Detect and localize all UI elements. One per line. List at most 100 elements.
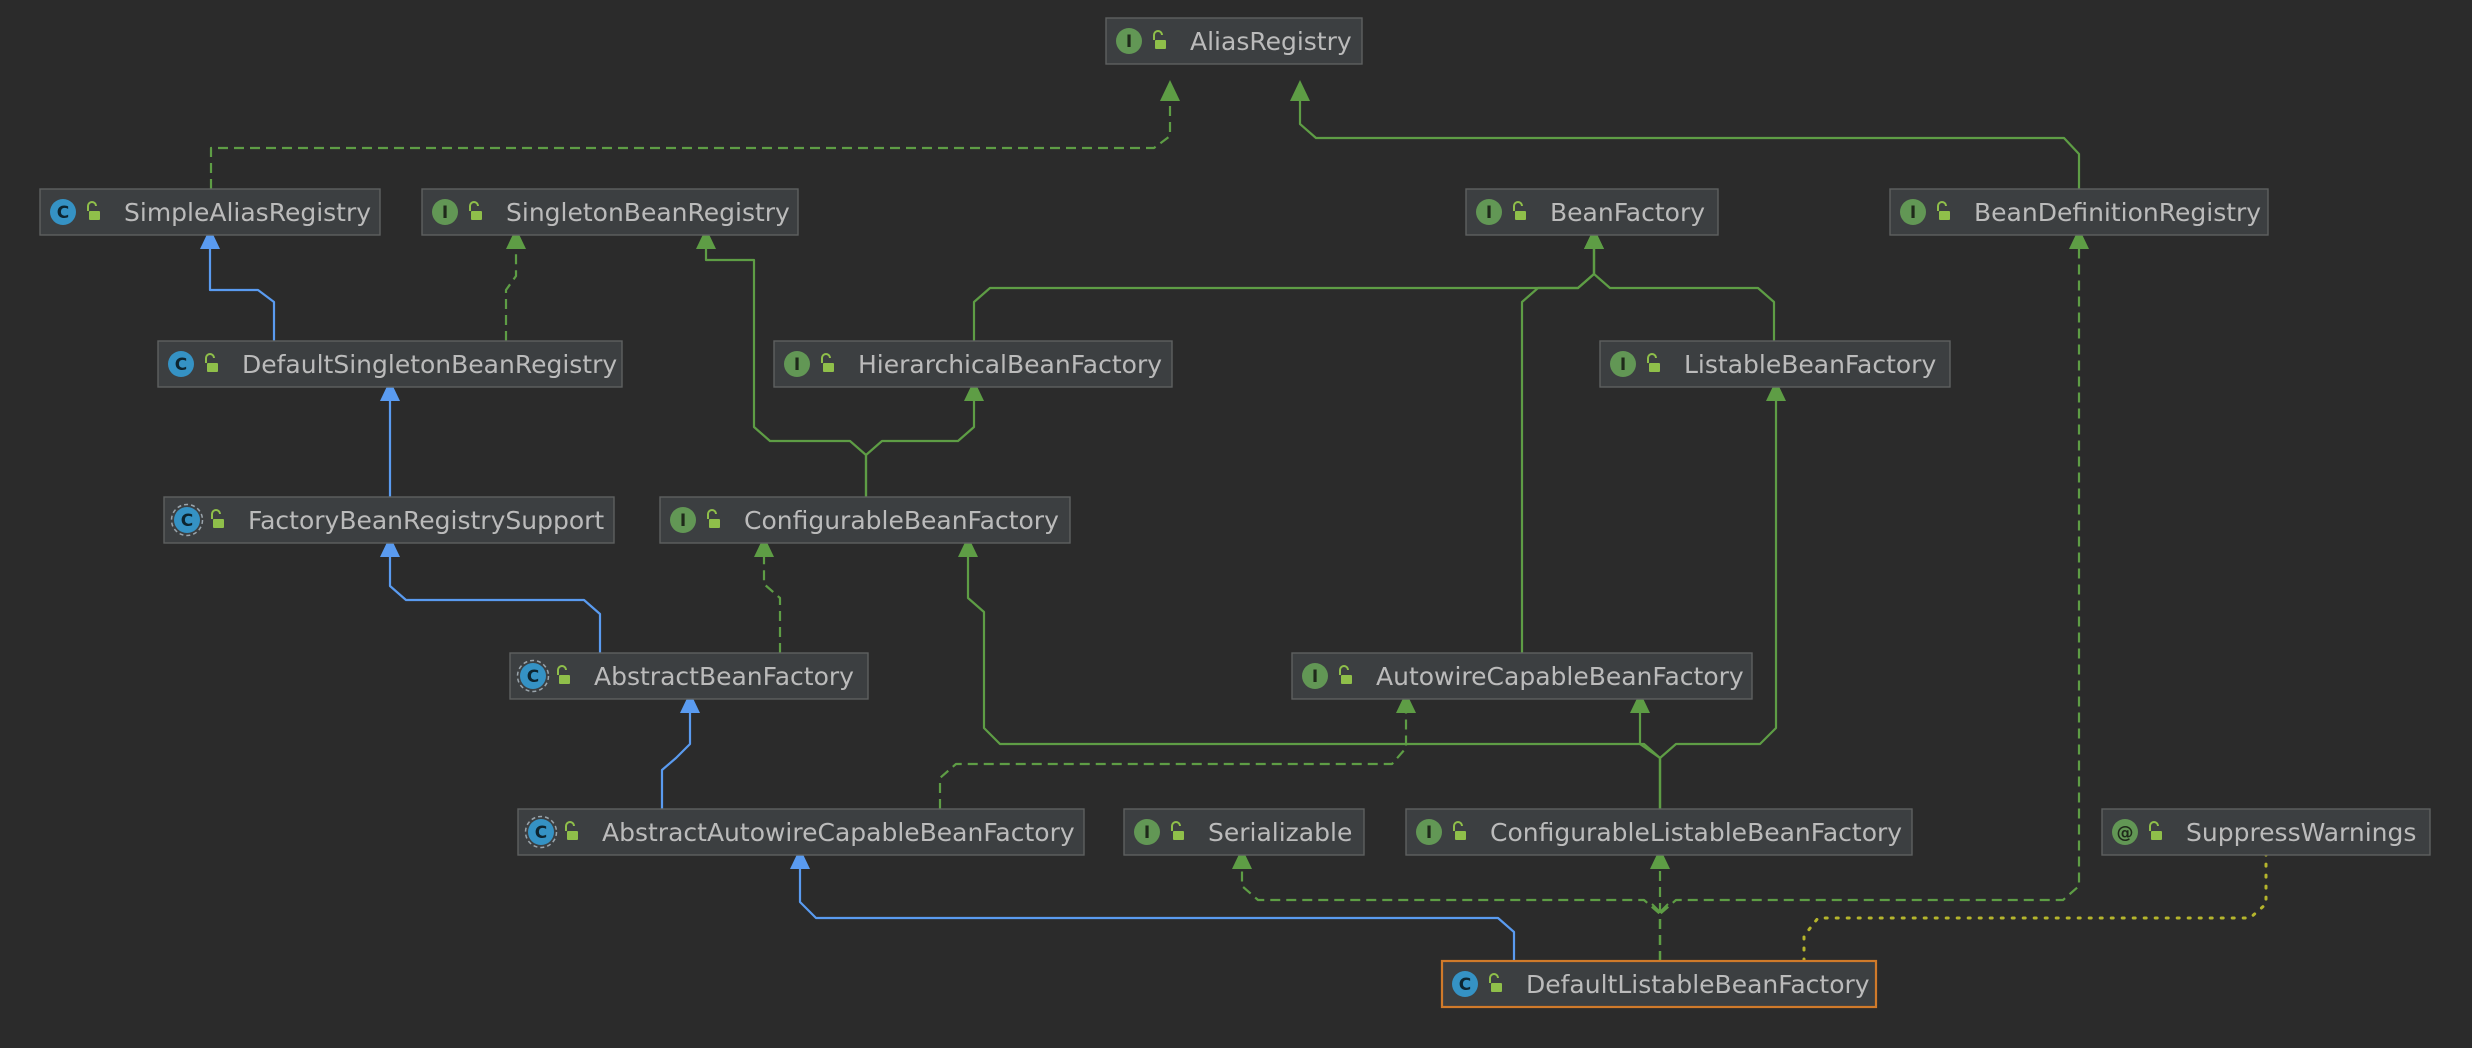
edge-line: [208, 240, 276, 341]
public-lock-icon: [1153, 30, 1166, 49]
node-box: [1291, 652, 1753, 700]
edge-hierarchical-bean-factory-to-bean-factory: [972, 228, 1604, 341]
interface-icon: I: [1116, 28, 1142, 54]
public-lock-icon: [205, 353, 218, 372]
edge-line: [938, 704, 1408, 809]
arrowhead-icon: [1584, 228, 1604, 249]
abstract-class-icon: C: [516, 659, 550, 693]
node-box: [1440, 959, 1878, 1009]
merge-chevron-icon: [1651, 903, 1669, 914]
node-suppress-warnings[interactable]: @ SuppressWarnings: [2101, 808, 2431, 856]
node-box: [157, 340, 623, 388]
node-box: [659, 496, 1071, 544]
badge-letter: I: [1486, 203, 1492, 223]
public-lock-icon: [87, 201, 100, 220]
edge-line: [798, 860, 1516, 961]
interface-icon: I: [1610, 351, 1636, 377]
public-lock-icon: [1513, 201, 1526, 220]
arrowhead-icon: [506, 228, 526, 249]
edge-line: [762, 548, 782, 653]
node-label: FactoryBeanRegistrySupport: [248, 506, 604, 535]
edge-line: [1240, 860, 1662, 961]
arrowhead-icon: [200, 228, 220, 249]
edge-line: [660, 704, 692, 809]
node-label: DefaultListableBeanFactory: [1526, 970, 1870, 999]
badge-letter: C: [175, 355, 187, 375]
edge-autowire-capable-bean-factory-to-bean-factory: [1520, 228, 1604, 653]
node-default-listable-bean-factory[interactable]: C DefaultListableBeanFactory: [1440, 959, 1878, 1009]
class-icon: C: [168, 351, 194, 377]
arrowhead-icon: [1160, 80, 1180, 101]
node-label: AutowireCapableBeanFactory: [1376, 662, 1744, 691]
node-factory-bean-registry-support[interactable]: C FactoryBeanRegistrySupport: [163, 496, 615, 544]
badge-letter: C: [1459, 975, 1471, 995]
node-box: [1405, 808, 1913, 856]
edge-default-listable-bean-factory-to-bean-definition-registry: [1658, 228, 2089, 961]
edge-configurable-listable-bean-factory-to-autowire-capable-bean-factory: [1630, 692, 1662, 809]
edge-abstract-autowire-capable-bean-factory-to-autowire-capable-bean-factory: [938, 692, 1416, 809]
badge-letter: I: [1312, 667, 1318, 687]
public-lock-icon: [1171, 821, 1184, 840]
edge-default-listable-bean-factory-to-serializable: [1232, 848, 1662, 961]
node-label: SingletonBeanRegistry: [506, 198, 790, 227]
node-default-singleton-bean-registry[interactable]: C DefaultSingletonBeanRegistry: [157, 340, 623, 388]
edge-abstract-bean-factory-to-factory-bean-registry-support: [380, 536, 602, 653]
arrowhead-icon: [1290, 80, 1310, 101]
edge-default-listable-bean-factory-to-suppress-warnings: [1802, 853, 2268, 963]
badge-letter: @: [2117, 823, 2134, 843]
arrowhead-icon: [754, 536, 774, 557]
public-lock-icon: [1339, 665, 1352, 684]
node-box: [1105, 17, 1363, 65]
abstract-class-icon: C: [524, 815, 558, 849]
node-label: SuppressWarnings: [2186, 818, 2416, 847]
public-lock-icon: [557, 665, 570, 684]
interface-icon: I: [784, 351, 810, 377]
interface-icon: I: [1476, 199, 1502, 225]
badge-letter: I: [794, 355, 800, 375]
public-lock-icon: [2149, 821, 2162, 840]
badge-letter: I: [680, 511, 686, 531]
edge-line: [864, 392, 976, 497]
badge-letter: I: [1144, 823, 1150, 843]
edge-line: [1638, 704, 1662, 809]
interface-icon: I: [1900, 199, 1926, 225]
interface-icon: I: [432, 199, 458, 225]
edge-factory-bean-registry-support-to-default-singleton-bean-registry: [380, 380, 400, 497]
annotation-icon: @: [2112, 819, 2138, 845]
node-box: [517, 808, 1085, 856]
node-abstract-autowire-capable-bean-factory[interactable]: C AbstractAutowireCapableBeanFactory: [517, 808, 1085, 856]
node-label: AbstractAutowireCapableBeanFactory: [602, 818, 1075, 847]
node-autowire-capable-bean-factory[interactable]: I AutowireCapableBeanFactory: [1291, 652, 1753, 700]
public-lock-icon: [1453, 821, 1466, 840]
node-label: DefaultSingletonBeanRegistry: [242, 350, 617, 379]
edge-line: [1658, 240, 2081, 961]
edge-abstract-autowire-capable-bean-factory-to-abstract-bean-factory: [660, 692, 700, 809]
arrowhead-icon: [380, 536, 400, 557]
node-label: HierarchicalBeanFactory: [858, 350, 1162, 379]
node-box: [1123, 808, 1365, 856]
abstract-class-icon: C: [170, 503, 204, 537]
edge-line: [388, 548, 602, 653]
node-box: [421, 188, 799, 236]
edges-layer: [200, 80, 2268, 963]
arrowhead-icon: [790, 848, 810, 869]
arrowhead-icon: [696, 228, 716, 249]
arrowhead-icon: [680, 692, 700, 713]
node-hierarchical-bean-factory[interactable]: I HierarchicalBeanFactory: [773, 340, 1173, 388]
arrowhead-icon: [1396, 692, 1416, 713]
arrowhead-icon: [964, 380, 984, 401]
node-singleton-bean-registry[interactable]: I SingletonBeanRegistry: [421, 188, 799, 236]
edge-bean-definition-registry-to-alias-registry: [1290, 80, 2081, 189]
edge-abstract-bean-factory-to-configurable-bean-factory: [754, 536, 782, 653]
edge-configurable-bean-factory-to-singleton-bean-registry: [696, 228, 868, 497]
